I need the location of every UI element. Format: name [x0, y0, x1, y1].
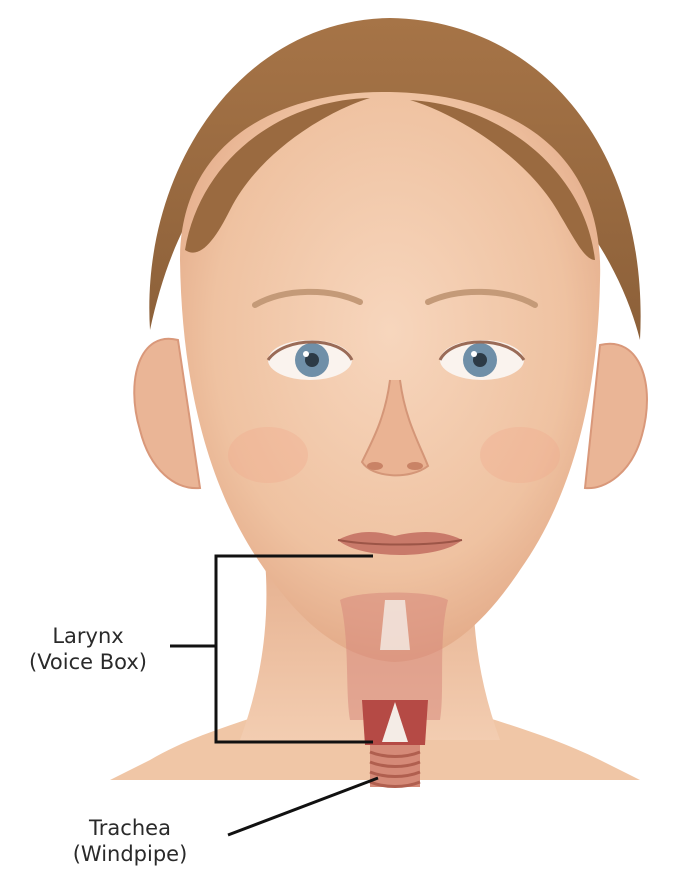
- larynx-label: Larynx (Voice Box): [8, 623, 168, 675]
- right-eye: [440, 340, 524, 380]
- trachea-alias: (Windpipe): [50, 841, 210, 867]
- larynx-alias: (Voice Box): [8, 649, 168, 675]
- trachea-callout-line: [228, 778, 378, 835]
- left-eye: [268, 340, 352, 380]
- right-ear: [585, 344, 647, 488]
- trachea: [370, 745, 420, 787]
- trachea-name: Trachea: [50, 815, 210, 841]
- trachea-label: Trachea (Windpipe): [50, 815, 210, 867]
- larynx-name: Larynx: [8, 623, 168, 649]
